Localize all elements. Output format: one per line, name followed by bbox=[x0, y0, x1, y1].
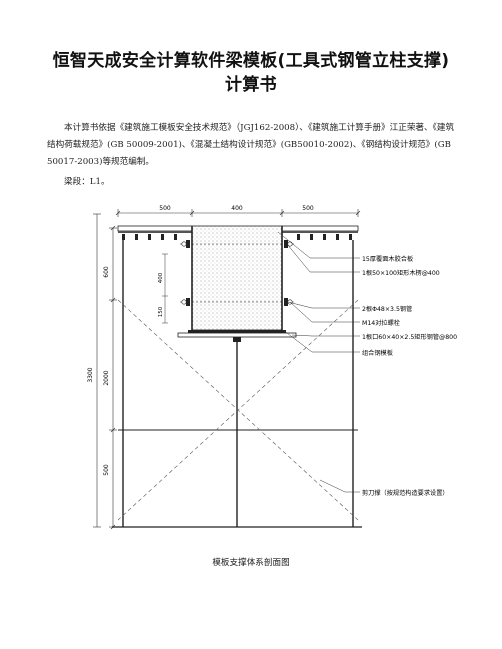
beam-segment-paragraph: 梁段：L1。 bbox=[47, 174, 461, 191]
label-steel-form: 组合钢模板 bbox=[362, 349, 393, 357]
side-wale-right bbox=[284, 240, 288, 306]
slab-joists bbox=[122, 234, 352, 240]
left-dim-bottom: 500 bbox=[103, 464, 110, 476]
tie-bolts bbox=[180, 241, 294, 305]
left-dim-top: 600 bbox=[103, 266, 110, 278]
scissor-bracing bbox=[117, 299, 359, 521]
intro-paragraph: 本计算书依据《建筑施工模板安全技术规范》（JGJ162-2008）、《建筑施工计… bbox=[47, 120, 461, 171]
top-dim-right: 500 bbox=[302, 205, 314, 212]
label-timber-joist: 1根50×100矩形木楞@400 bbox=[362, 269, 440, 277]
concrete-beam bbox=[191, 225, 283, 331]
inner-dim-400: 400 bbox=[158, 272, 164, 283]
beam-segment-text: 梁段：L1。 bbox=[64, 177, 110, 187]
label-scissor-brace: 剪刀撑（按规范构造要求设置） bbox=[362, 489, 449, 497]
label-tie-bolt: M14对拉螺栓 bbox=[362, 319, 400, 327]
top-dim-left: 500 bbox=[159, 205, 171, 212]
left-dim-middle: 2000 bbox=[103, 370, 110, 385]
label-plywood: 15厚覆面木胶合板 bbox=[362, 255, 413, 263]
top-dimension-line bbox=[115, 209, 361, 217]
intro-text: 本计算书依据《建筑施工模板安全技术规范》（JGJ162-2008）、《建筑施工计… bbox=[47, 123, 455, 167]
floor-slab-left bbox=[117, 225, 193, 233]
inner-dim-150: 150 bbox=[158, 306, 164, 317]
leader-lines bbox=[277, 231, 360, 493]
figure-caption: 模板支撑体系剖面图 bbox=[212, 558, 290, 568]
steel-posts bbox=[122, 240, 354, 527]
document-subtitle: 计算书 bbox=[225, 75, 277, 95]
beam-height-dimension bbox=[162, 253, 168, 324]
beam-bottom-support bbox=[177, 330, 297, 342]
label-steel-tube: 2根Φ48×3.5钢管 bbox=[362, 305, 412, 313]
label-rect-steel-tube: 1根口60×40×2.5矩形钢管@800 bbox=[362, 333, 457, 341]
overall-height-dim: 3300 bbox=[87, 367, 94, 382]
left-dimension-line bbox=[93, 213, 117, 530]
floor-slab-right bbox=[281, 225, 359, 233]
document-title: 恒智天成安全计算软件梁模板(工具式钢管立柱支撑) bbox=[52, 51, 450, 71]
top-dim-middle: 400 bbox=[231, 205, 243, 212]
side-wale-left bbox=[186, 240, 190, 306]
